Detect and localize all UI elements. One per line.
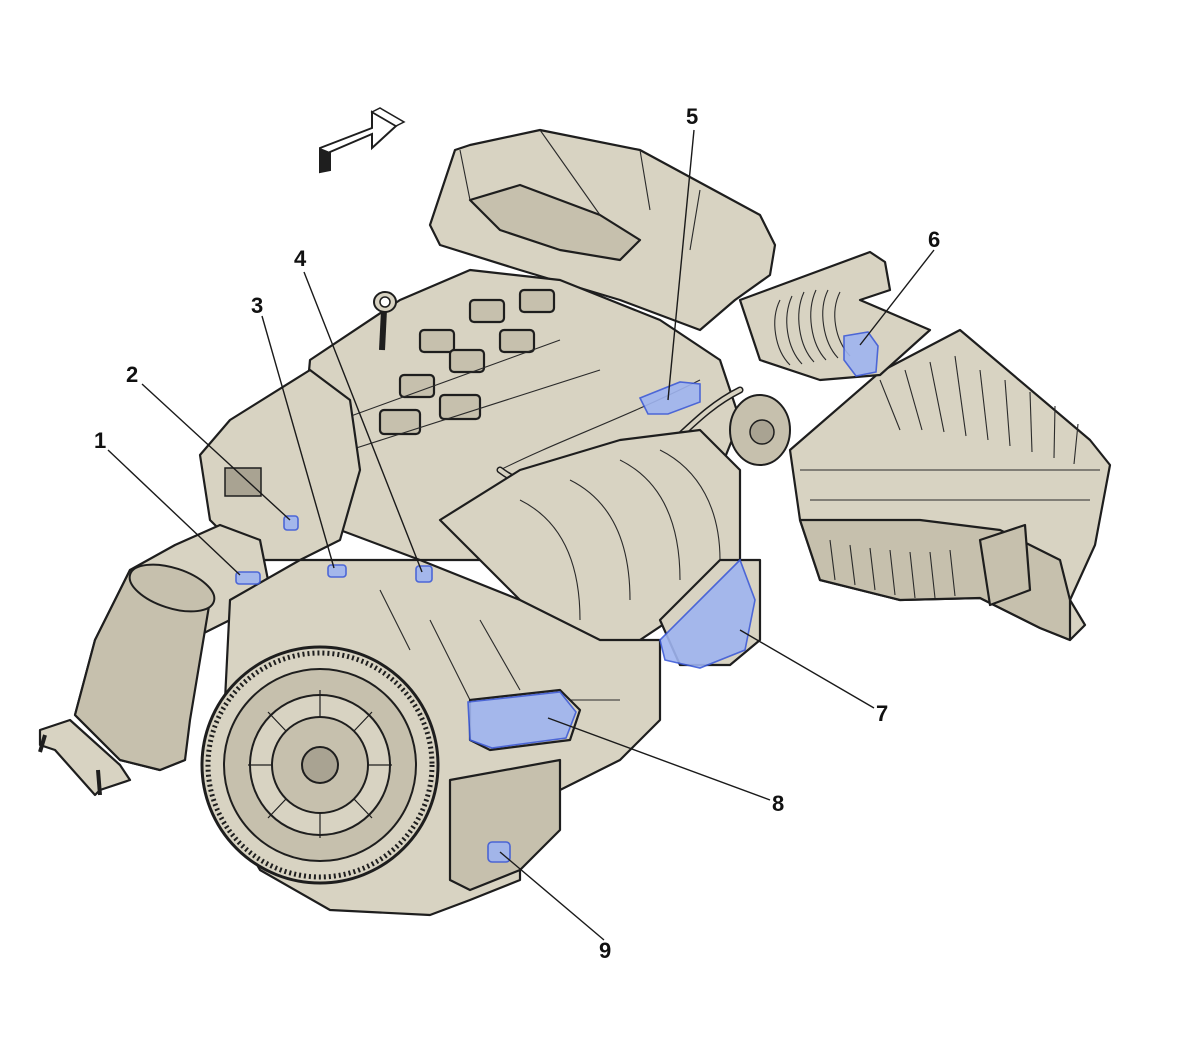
- highlight-1: [235, 571, 261, 585]
- callout-labels: 1 2 3 4 5 6 7 8 9: [94, 104, 940, 963]
- front-direction-arrow-icon: [319, 107, 406, 174]
- callout-8: 8: [772, 791, 784, 816]
- callout-2: 2: [126, 362, 138, 387]
- callout-9: 9: [599, 938, 611, 963]
- clutch-flywheel: [200, 645, 440, 885]
- intake-duct: [738, 250, 932, 382]
- highlight-4: [415, 565, 433, 583]
- alternator-highlight: [659, 558, 756, 669]
- oil-dipstick: [373, 291, 397, 351]
- starter-highlight: [467, 691, 577, 749]
- callout-5: 5: [686, 104, 698, 129]
- highlight-5: [638, 381, 701, 415]
- callout-3: 3: [251, 293, 263, 318]
- highlight-6: [843, 331, 879, 377]
- catalytic-converter: [38, 523, 272, 797]
- starter-motor: [467, 688, 582, 752]
- alternator: [658, 558, 762, 669]
- highlight-2: [283, 515, 299, 531]
- callout-6: 6: [928, 227, 940, 252]
- leader-lines: [107, 129, 935, 941]
- callout-1: 1: [94, 428, 106, 453]
- callout-4: 4: [294, 246, 307, 271]
- component-highlights: [235, 331, 879, 863]
- callout-7: 7: [876, 701, 888, 726]
- air-cleaner-housing: [788, 328, 1112, 642]
- intake-manifold: [438, 394, 791, 652]
- highlight-9: [487, 841, 511, 863]
- highlight-3: [327, 564, 347, 578]
